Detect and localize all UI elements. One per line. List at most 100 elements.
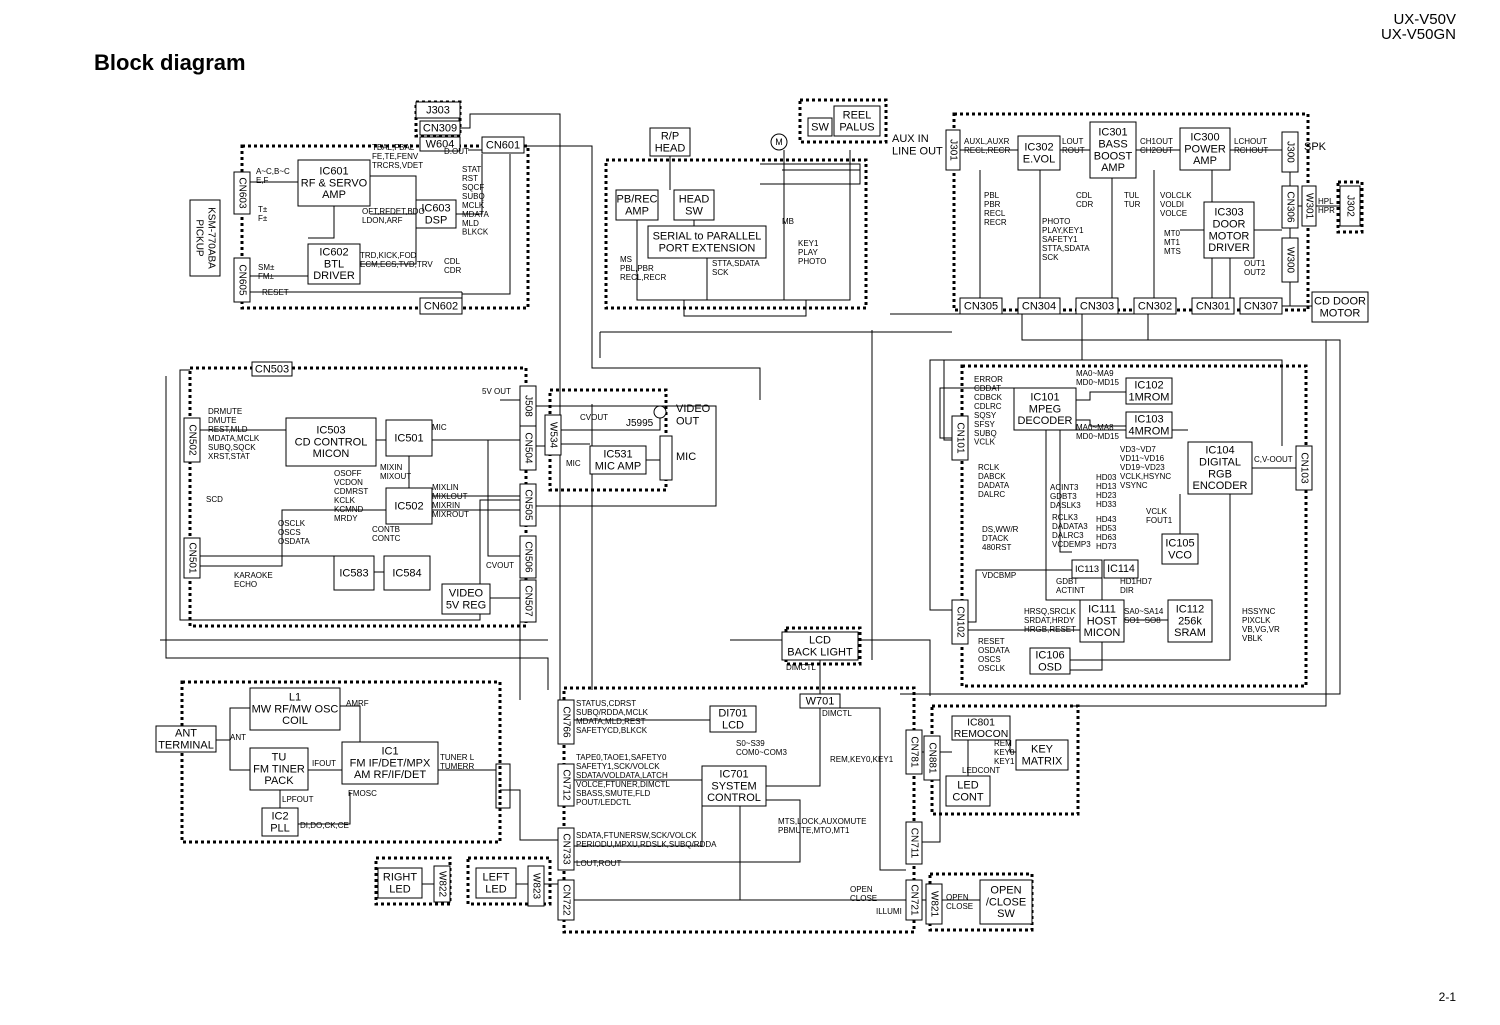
block-outline bbox=[945, 129, 961, 171]
block-outline bbox=[1203, 201, 1255, 259]
block-outline bbox=[1089, 121, 1137, 179]
signal-label-micbig: MIC bbox=[676, 451, 696, 463]
block-ic501: IC501 bbox=[385, 419, 433, 457]
block-label: CN502 bbox=[187, 424, 198, 456]
block-label: 5V REG bbox=[446, 599, 486, 611]
block-label: MOTOR bbox=[1320, 307, 1361, 319]
signal-wire bbox=[683, 299, 807, 317]
signal-wire bbox=[1076, 391, 1126, 401]
block-outline bbox=[1125, 411, 1173, 439]
block-label: IC502 bbox=[394, 500, 423, 512]
block-label: MIC AMP bbox=[595, 460, 641, 472]
block-label: IC601 bbox=[319, 165, 348, 177]
signal-label-cvoout: C,V-OOUT bbox=[1254, 455, 1293, 464]
block-label: IC112 bbox=[1176, 603, 1205, 615]
block-outline bbox=[557, 827, 575, 871]
block-label: FM TINER bbox=[253, 763, 305, 775]
block-outline bbox=[1013, 387, 1077, 431]
block-label: W701 bbox=[806, 695, 835, 707]
signal-wire bbox=[340, 705, 361, 742]
block-label: OSD bbox=[1038, 661, 1062, 673]
block-cn502: CN502 bbox=[183, 417, 201, 463]
signal-wire bbox=[165, 376, 549, 690]
block-label: LED bbox=[389, 883, 410, 895]
block-label: CN881 bbox=[927, 742, 938, 774]
block-outline bbox=[1079, 599, 1125, 643]
block-outline bbox=[1075, 297, 1119, 315]
block-outline bbox=[557, 763, 575, 807]
mic-symbol bbox=[659, 435, 673, 481]
block-w822: W822 bbox=[433, 865, 451, 903]
block-label: W301 bbox=[1304, 193, 1315, 220]
block-label: 1MROM bbox=[1129, 391, 1170, 403]
signal-wire bbox=[968, 569, 1072, 623]
block-label: E.VOL bbox=[1023, 153, 1055, 165]
block-label: CN601 bbox=[486, 139, 520, 151]
block-label: CN602 bbox=[424, 300, 458, 312]
block-cn103: CN103 bbox=[1295, 445, 1313, 491]
block-cn603: CN603 bbox=[233, 171, 251, 215]
block-j303: J303 bbox=[415, 101, 461, 119]
block-outline bbox=[1133, 297, 1177, 315]
block-cn305: CN305 bbox=[959, 297, 1003, 315]
block-label: VIDEO bbox=[449, 587, 484, 599]
block-label: LCD bbox=[722, 719, 744, 731]
block-label: MICON bbox=[313, 448, 350, 460]
block-label: SW bbox=[997, 908, 1015, 920]
block-label: CN306 bbox=[1285, 191, 1296, 223]
block-label: IC501 bbox=[394, 432, 423, 444]
block-outline bbox=[261, 807, 299, 837]
block-outline bbox=[183, 417, 201, 463]
block-label: CN304 bbox=[1022, 300, 1056, 312]
board-frame bbox=[798, 98, 888, 144]
block-label: HEAD bbox=[655, 142, 686, 154]
block-w300: W300 bbox=[1281, 237, 1299, 283]
block-outline bbox=[383, 555, 431, 591]
block-label: PACK bbox=[264, 775, 294, 787]
signal-wire bbox=[900, 314, 1341, 695]
block-cn505: CN505 bbox=[519, 483, 537, 527]
block-outline bbox=[557, 879, 575, 921]
block-label: IC106 bbox=[1035, 649, 1064, 661]
block-label: FM IF/DET/MPX bbox=[350, 757, 431, 769]
signal-label-spk: SPK bbox=[1304, 141, 1327, 153]
signal-label-j5995: J5995 bbox=[626, 418, 654, 429]
block-outline bbox=[701, 765, 767, 807]
block-outline bbox=[419, 297, 463, 315]
block-outline bbox=[615, 189, 659, 221]
block-cn501: CN501 bbox=[183, 537, 201, 579]
block-outline bbox=[333, 555, 375, 591]
signal-wire bbox=[487, 439, 536, 557]
block-label: AMP bbox=[1101, 162, 1125, 174]
signal-wire bbox=[200, 509, 386, 567]
block-cn307: CN307 bbox=[1239, 297, 1283, 315]
signal-wire bbox=[760, 163, 861, 185]
block-label: IC302 bbox=[1024, 141, 1053, 153]
block-label: IC531 bbox=[603, 448, 632, 460]
block-j300: J300 bbox=[1281, 131, 1299, 173]
block-label: SW bbox=[685, 205, 703, 217]
block-outline bbox=[433, 865, 451, 903]
block-label: CD CONTROL bbox=[295, 436, 368, 448]
block-cn304: CN304 bbox=[1017, 297, 1061, 315]
signal-wire bbox=[495, 763, 511, 809]
block-label: CN711 bbox=[909, 828, 920, 859]
